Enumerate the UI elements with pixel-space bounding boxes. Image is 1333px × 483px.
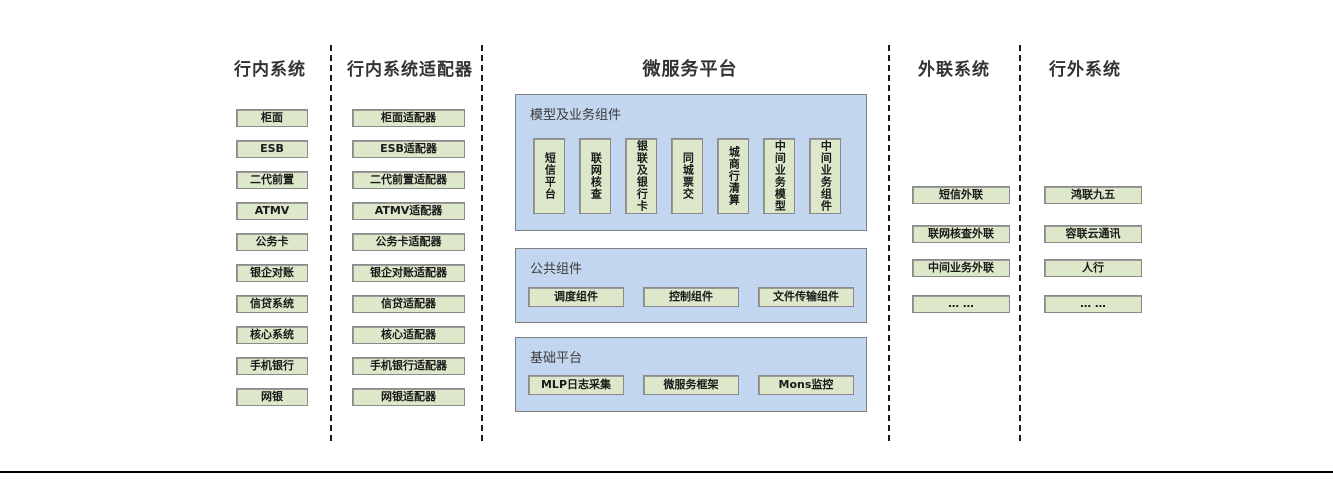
node-public-component[interactable]: 调度组件 xyxy=(528,287,624,307)
column-title-internal-adapters: 行内系统适配器 xyxy=(347,60,473,80)
node-model-component[interactable]: 银联及银行卡 xyxy=(625,138,657,214)
node-public-component[interactable]: 文件传输组件 xyxy=(758,287,854,307)
node-base-platform-component[interactable]: Mons监控 xyxy=(758,375,854,395)
node-internal-system[interactable]: ATMV xyxy=(236,202,308,220)
node-model-component[interactable]: 中间业务模型 xyxy=(763,138,795,214)
node-external-liaison-more[interactable]: … … xyxy=(912,295,1010,313)
node-internal-adapter[interactable]: ESB适配器 xyxy=(352,140,465,158)
node-internal-adapter[interactable]: 手机银行适配器 xyxy=(352,357,465,375)
panel-title-public-components: 公共组件 xyxy=(530,262,583,277)
node-internal-system[interactable]: 银企对账 xyxy=(236,264,308,282)
node-internal-system[interactable]: 信贷系统 xyxy=(236,295,308,313)
node-internal-system[interactable]: 二代前置 xyxy=(236,171,308,189)
node-model-component[interactable]: 短信平台 xyxy=(533,138,565,214)
node-model-component[interactable]: 中间业务组件 xyxy=(809,138,841,214)
node-model-component[interactable]: 城商行清算 xyxy=(717,138,749,214)
column-title-microservice-platform: 微服务平台 xyxy=(642,59,738,80)
node-public-component[interactable]: 控制组件 xyxy=(643,287,739,307)
node-internal-adapter[interactable]: 核心适配器 xyxy=(352,326,465,344)
panel-title-model-business-components: 模型及业务组件 xyxy=(530,108,622,123)
node-external-liaison[interactable]: 短信外联 xyxy=(912,186,1010,204)
column-title-external-liaison: 外联系统 xyxy=(918,60,990,80)
node-internal-system[interactable]: 柜面 xyxy=(236,109,308,127)
node-internal-adapter[interactable]: 二代前置适配器 xyxy=(352,171,465,189)
node-external-liaison[interactable]: 中间业务外联 xyxy=(912,259,1010,277)
node-model-component[interactable]: 联网核查 xyxy=(579,138,611,214)
bottom-separator-rule xyxy=(0,471,1333,473)
node-internal-adapter[interactable]: 柜面适配器 xyxy=(352,109,465,127)
divider-platform-external xyxy=(888,45,890,441)
node-internal-system[interactable]: ESB xyxy=(236,140,308,158)
node-internal-system[interactable]: 核心系统 xyxy=(236,326,308,344)
panel-title-base-platform: 基础平台 xyxy=(530,351,583,366)
node-internal-system[interactable]: 网银 xyxy=(236,388,308,406)
node-outside-bank-more[interactable]: … … xyxy=(1044,295,1142,313)
node-outside-bank[interactable]: 鸿联九五 xyxy=(1044,186,1142,204)
divider-internal-adapter xyxy=(330,45,332,441)
column-title-outside-bank: 行外系统 xyxy=(1049,60,1121,80)
node-external-liaison[interactable]: 联网核查外联 xyxy=(912,225,1010,243)
node-internal-adapter[interactable]: 银企对账适配器 xyxy=(352,264,465,282)
node-base-platform-component[interactable]: 微服务框架 xyxy=(643,375,739,395)
divider-external-outside xyxy=(1019,45,1021,441)
node-base-platform-component[interactable]: MLP日志采集 xyxy=(528,375,624,395)
node-outside-bank[interactable]: 人行 xyxy=(1044,259,1142,277)
divider-adapter-platform xyxy=(481,45,483,441)
node-internal-adapter[interactable]: 信贷适配器 xyxy=(352,295,465,313)
node-internal-adapter[interactable]: 网银适配器 xyxy=(352,388,465,406)
node-internal-system[interactable]: 手机银行 xyxy=(236,357,308,375)
column-title-internal-systems: 行内系统 xyxy=(234,60,306,80)
node-internal-adapter[interactable]: ATMV适配器 xyxy=(352,202,465,220)
node-outside-bank[interactable]: 容联云通讯 xyxy=(1044,225,1142,243)
panel-base-platform: 基础平台 xyxy=(515,337,867,412)
node-model-component[interactable]: 同城票交 xyxy=(671,138,703,214)
node-internal-adapter[interactable]: 公务卡适配器 xyxy=(352,233,465,251)
node-internal-system[interactable]: 公务卡 xyxy=(236,233,308,251)
panel-public-components: 公共组件 xyxy=(515,248,867,323)
